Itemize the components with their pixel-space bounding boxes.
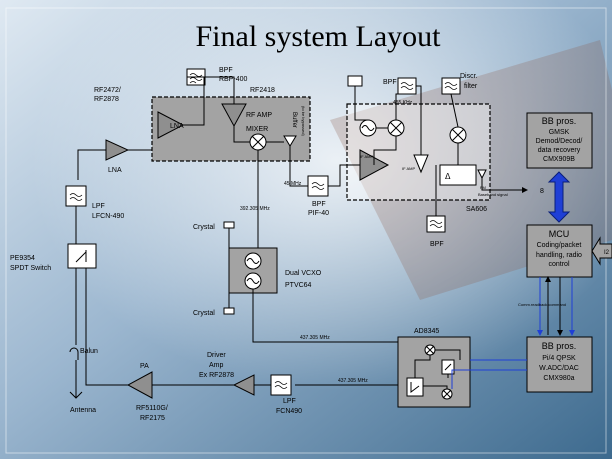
- label-lpf: LPF: [92, 203, 105, 210]
- demod-icon: ᐃ: [445, 172, 451, 181]
- lpf-lfcn490: [66, 186, 86, 206]
- label-ex-rf2878: Ex RF2878: [199, 372, 234, 379]
- discriminator-filter: [442, 78, 460, 94]
- label-spdt: SPDT Switch: [10, 265, 51, 272]
- label-ptvc64: PTVC64: [285, 282, 312, 289]
- label-amp: Amp: [209, 362, 224, 369]
- label-rf2418: RF2418: [250, 87, 275, 94]
- label-dual-vcxo: Dual VCXO: [285, 270, 322, 277]
- lpf-fcn490: [271, 375, 291, 395]
- label-bpf-top: BPF: [219, 67, 233, 74]
- label-lpf-low: LPF: [283, 398, 296, 405]
- label-pif40: PIF-40: [308, 210, 329, 217]
- bpf-455-filter: [398, 78, 416, 94]
- label-lna-inner: LNA: [170, 123, 184, 130]
- label-bus8: 8: [540, 188, 544, 195]
- label-ad8345: AD8345: [414, 328, 439, 335]
- label-sa606: SA606: [466, 206, 487, 213]
- phase-splitter: [407, 378, 423, 396]
- label-buffer-sub: (to be bypassed): [301, 106, 306, 136]
- label-rf2175: RF2175: [140, 415, 165, 422]
- bb2-line3: W.ADC/DAC: [539, 365, 579, 372]
- bb2-line2: Pi/4 QPSK: [542, 355, 576, 362]
- label-filter: filter: [464, 83, 478, 90]
- bb1-title: BB pros.: [542, 116, 577, 126]
- label-balun: Balun: [80, 348, 98, 355]
- label-392mhz: 392.305 MHz: [240, 206, 270, 212]
- label-rf5110g: RF5110G/: [136, 405, 168, 412]
- bpf-pif40-filter: [308, 176, 328, 196]
- label-driver: Driver: [207, 352, 226, 359]
- label-bpf-low: BPF: [430, 241, 444, 248]
- label-if-amp-2: IF AMP: [402, 166, 415, 171]
- label-crystal-top: Crystal: [193, 224, 215, 231]
- mcu-line3: handling, radio: [536, 252, 582, 259]
- bpf-low-filter: [427, 216, 445, 232]
- mcu-line2: Coding/packet: [537, 242, 582, 249]
- label-rf2878: RF2878: [94, 96, 119, 103]
- label-crystal-bot: Crystal: [193, 310, 215, 317]
- label-bpf-pif: BPF: [312, 201, 326, 208]
- label-pe9354: PE9354: [10, 255, 35, 262]
- crystal-top: [224, 222, 234, 228]
- label-discr: Discr.: [460, 73, 478, 80]
- label-buffer: Buffer: [291, 112, 297, 128]
- sa606-block: [347, 104, 490, 200]
- crystal-bottom: [224, 308, 234, 314]
- page-title: Final system Layout: [196, 20, 442, 53]
- label-small: FM: [480, 185, 486, 190]
- label-rf-amp: RF AMP: [246, 112, 272, 119]
- label-437mhz-a: 437.305 MHz: [300, 335, 330, 341]
- label-comm: Comm.readback,command: [518, 302, 566, 307]
- label-lfcn490: LFCN-490: [92, 213, 124, 220]
- label-baseband: Baseband signal: [478, 192, 508, 197]
- label-if-amp-1: IF AMP: [360, 154, 373, 159]
- bb1-line2: GMSK: [549, 129, 570, 136]
- bb1-line4: data recovery: [538, 147, 581, 154]
- label-antenna: Antenna: [70, 407, 96, 414]
- label-bpf-455: BPF: [383, 79, 397, 86]
- label-lna-outer: LNA: [108, 167, 122, 174]
- oscillator-source: [348, 76, 362, 86]
- label-fcn490: FCN490: [276, 408, 302, 415]
- bb2-title: BB pros.: [542, 341, 577, 351]
- mcu-line4: control: [548, 261, 569, 268]
- label-pa: PA: [140, 363, 149, 370]
- label-i2: I2: [604, 250, 610, 256]
- mcu-title: MCU: [549, 229, 570, 239]
- bb1-line5: CMX909B: [543, 156, 575, 163]
- bb1-line3: Demod/Decod/: [536, 138, 583, 145]
- label-437mhz-b: 437.305 MHz: [338, 378, 368, 384]
- label-mixer: MIXER: [246, 126, 268, 133]
- bb2-line4: CMX980a: [543, 375, 574, 382]
- label-rf2472: RF2472/: [94, 87, 121, 94]
